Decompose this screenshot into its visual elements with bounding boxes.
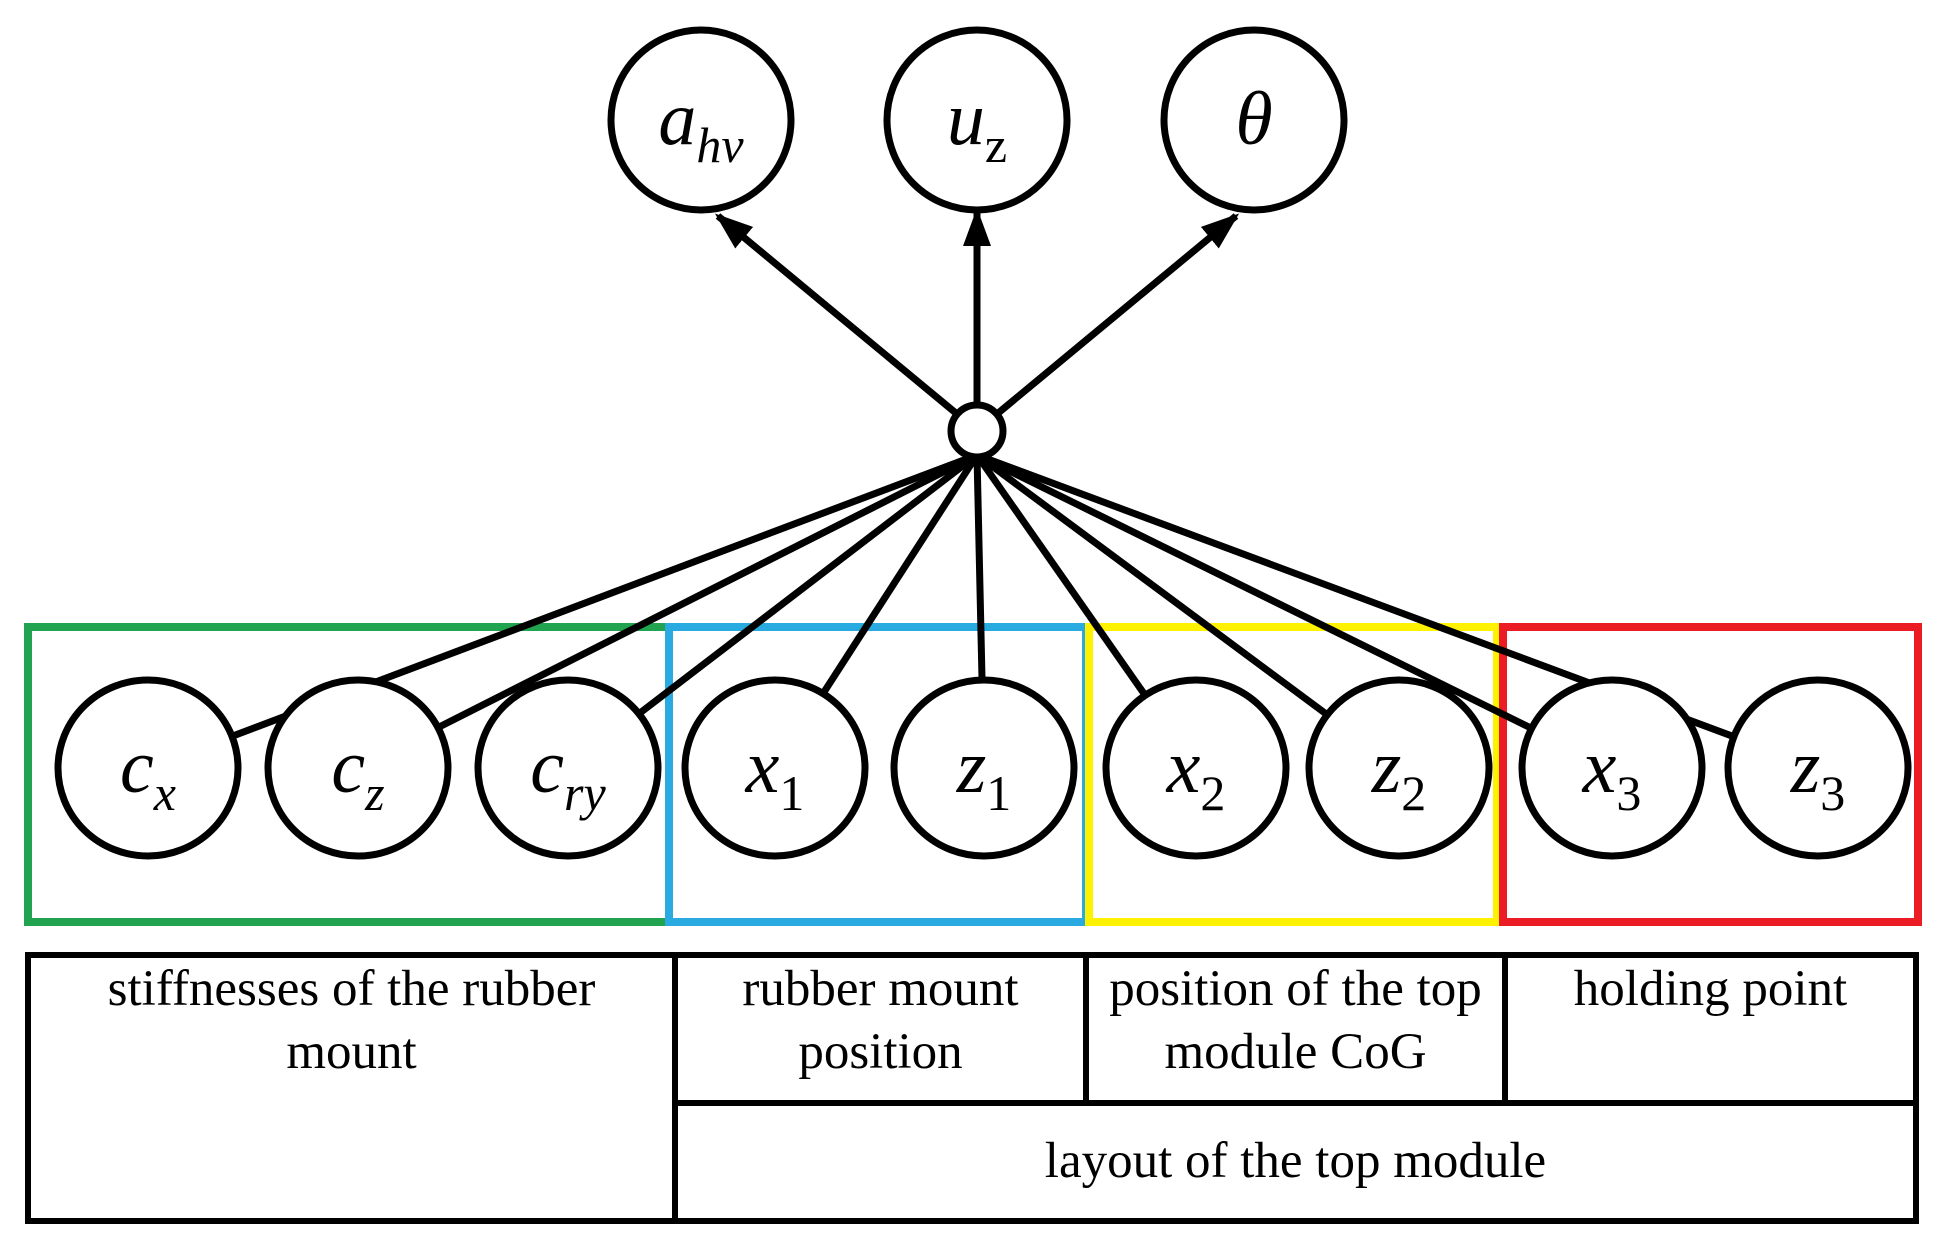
node-cx [54, 676, 242, 860]
node-z1 [890, 676, 1078, 860]
node-cry [474, 676, 662, 860]
node-theta [1160, 26, 1348, 214]
node-label-x1: x1 [745, 725, 805, 821]
node-label-x2: x2 [1166, 725, 1226, 821]
group-box-holding-point [1499, 623, 1922, 926]
group-box-top-module-cog [1085, 623, 1501, 926]
node-label-x3: x3 [1582, 725, 1642, 821]
output-arrows [714, 208, 1240, 417]
hidden-node [947, 401, 1007, 461]
edge-to-cz [356, 451, 979, 772]
node-ahv [607, 26, 795, 214]
table-cell-top-module-cog: position of the top module CoG [1083, 952, 1508, 1106]
node-z2 [1305, 676, 1493, 860]
node-x3 [1518, 676, 1706, 860]
node-label-z1: z1 [956, 725, 1012, 821]
group-boxes [24, 623, 1922, 926]
node-label-z3: z3 [1790, 725, 1846, 821]
arrow-to-ahv [714, 213, 960, 417]
node-label-z2: z2 [1371, 725, 1427, 821]
table-cell-layout-top-module: layout of the top module [672, 1100, 1919, 1224]
node-label-ahv: ahv [658, 77, 744, 173]
table-cell-holding-point: holding point [1502, 952, 1919, 1106]
node-x2 [1102, 676, 1290, 860]
node-label-uz: uz [947, 77, 1007, 173]
node-label-cz: cz [331, 725, 384, 821]
node-label-cry: cry [530, 725, 606, 821]
node-label-cx: cx [120, 725, 176, 821]
table-cell-stiffness: stiffnesses of the rubber mount [25, 952, 678, 1224]
node-z3 [1724, 676, 1912, 860]
arrow-to-theta [994, 213, 1240, 417]
edge-to-x3 [975, 451, 1614, 772]
node-x1 [681, 676, 869, 860]
legend-table: stiffnesses of the rubber mount rubber m… [25, 952, 1919, 1224]
table-cell-rubber-mount-position: rubber mount position [672, 952, 1089, 1106]
node-label-theta: θ [1235, 77, 1272, 161]
node-cz [264, 676, 452, 860]
